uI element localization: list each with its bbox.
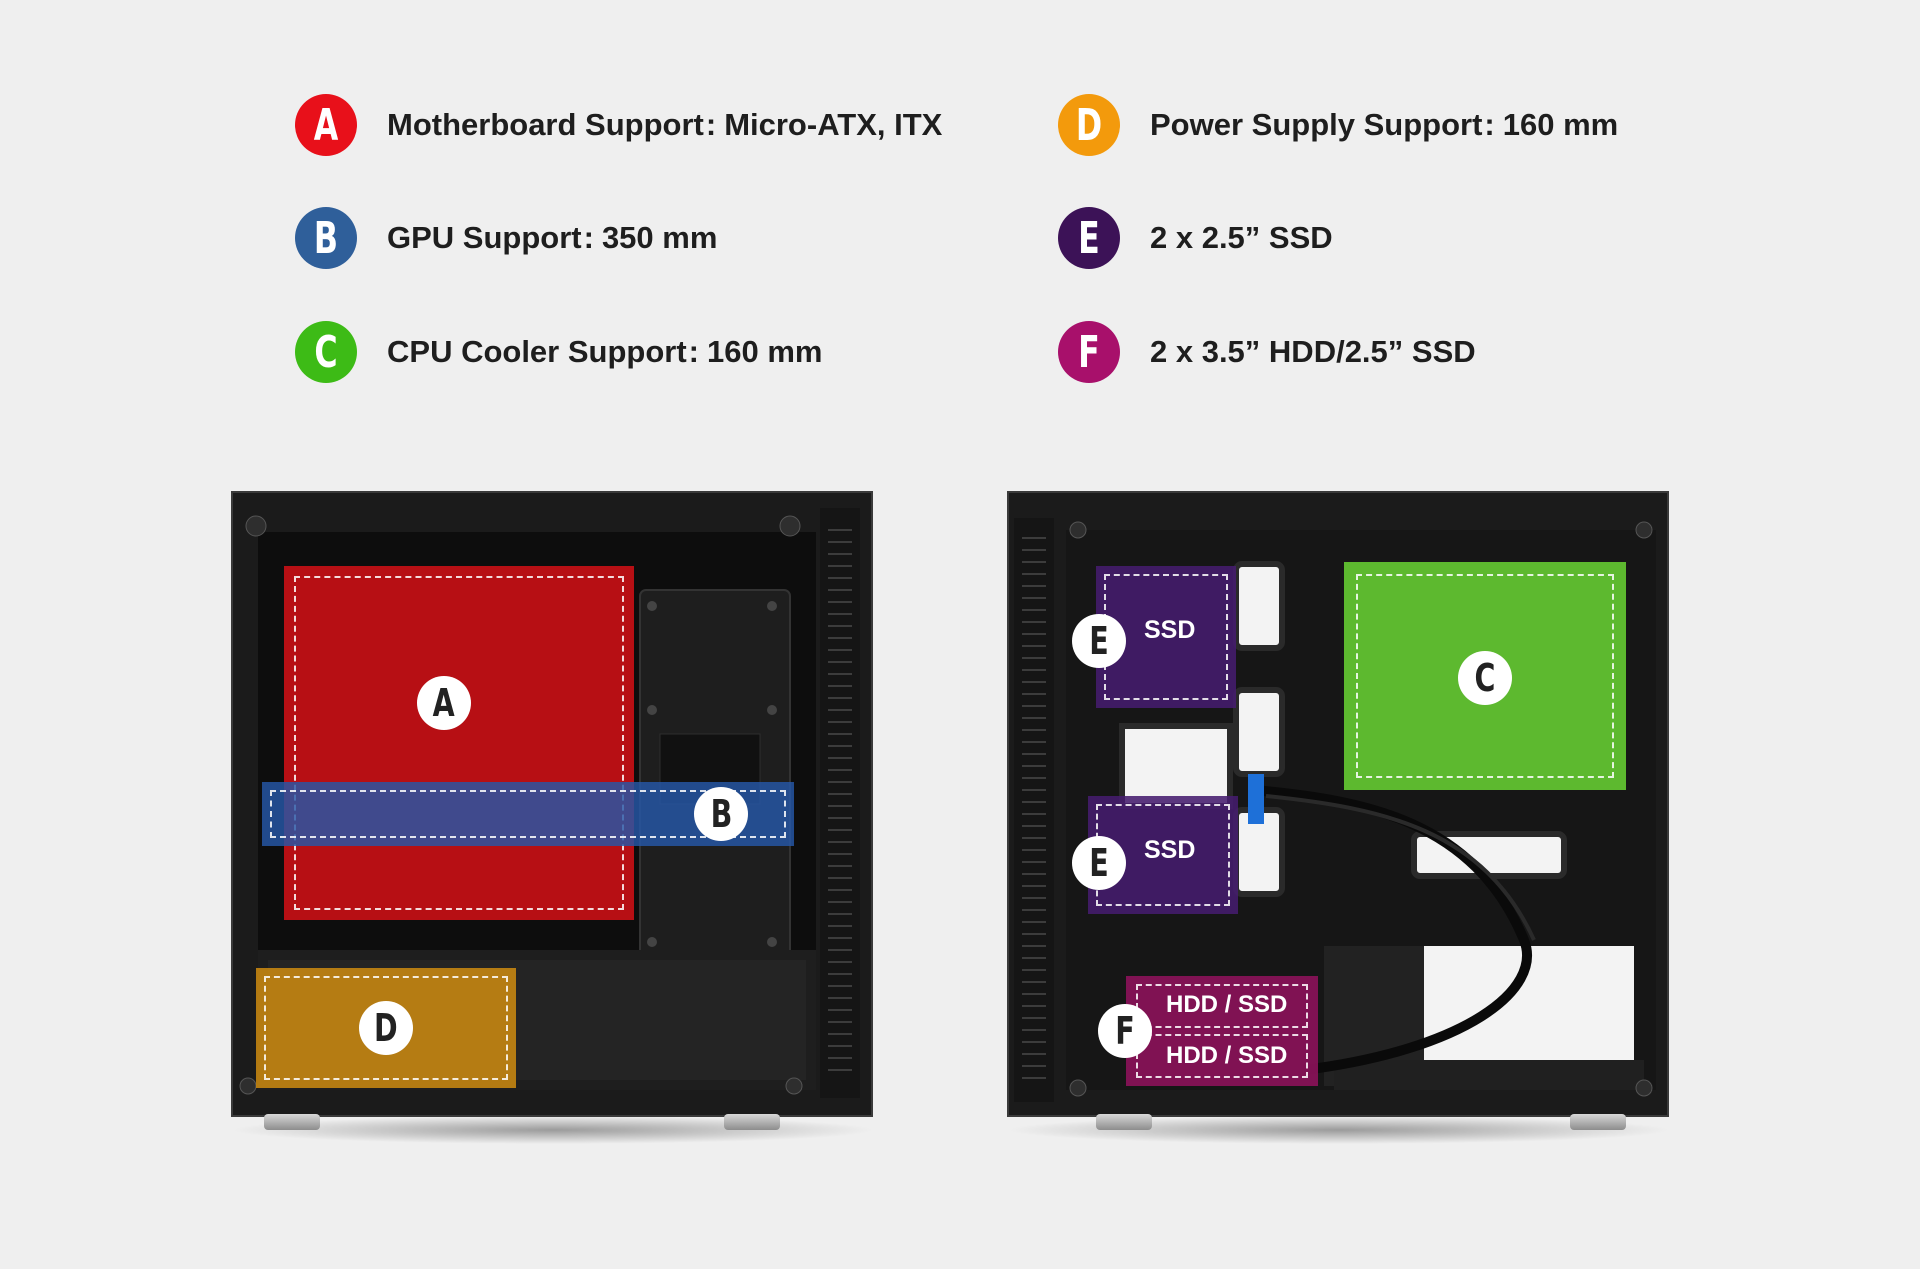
spec-colon: : (583, 220, 594, 255)
badge-d-icon: D (1058, 94, 1120, 156)
spec-power-supply: D Power Supply Support:160 mm (1058, 94, 1618, 156)
spec-label: GPU Support (387, 220, 582, 255)
spec-colon: : (688, 334, 699, 369)
marker-a-icon: A (417, 676, 471, 730)
spec-label: 2 x 2.5” SSD (1150, 220, 1333, 255)
spec-label: Power Supply Support (1150, 107, 1483, 142)
spec-colon: : (705, 107, 717, 142)
spec-ssd: E 2 x 2.5” SSD (1058, 207, 1333, 269)
hdd-ssd-label-top: HDD / SSD (1166, 991, 1288, 1018)
spec-label: CPU Cooler Support (387, 334, 687, 369)
zone-a-motherboard: A (284, 566, 634, 920)
hdd-ssd-label-bottom: HDD / SSD (1166, 1042, 1288, 1069)
marker-d-icon: D (359, 1001, 413, 1055)
spec-motherboard: A Motherboard Support:Micro-ATX, ITX (295, 94, 942, 156)
marker-e-icon: E (1072, 836, 1126, 890)
ssd-label: SSD (1144, 616, 1196, 644)
spec-colon: : (1484, 107, 1495, 142)
zone-c-cpu-cooler: C (1344, 562, 1626, 790)
spec-hdd: F 2 x 3.5” HDD/2.5” SSD (1058, 321, 1476, 383)
marker-e-icon: E (1072, 614, 1126, 668)
badge-e-icon: E (1058, 207, 1120, 269)
zone-d-psu: D (256, 968, 516, 1088)
marker-b-icon: B (694, 787, 748, 841)
badge-f-icon: F (1058, 321, 1120, 383)
zone-b-gpu: B (262, 782, 794, 846)
spec-gpu: B GPU Support:350 mm (295, 207, 717, 269)
spec-value: 160 mm (1502, 107, 1619, 142)
spec-cpu-cooler: C CPU Cooler Support:160 mm (295, 321, 822, 383)
marker-f-icon: F (1098, 1004, 1152, 1058)
left-case: A B D (228, 490, 878, 1150)
spec-label: Motherboard Support (387, 107, 704, 142)
ssd-label: SSD (1144, 836, 1196, 864)
spec-value: 350 mm (601, 220, 718, 255)
badge-b-icon: B (295, 207, 357, 269)
badge-c-icon: C (295, 321, 357, 383)
spec-label: 2 x 3.5” HDD/2.5” SSD (1150, 334, 1476, 369)
spec-value: 160 mm (707, 334, 823, 369)
marker-c-icon: C (1458, 651, 1512, 705)
right-case: SSD E SSD E C HDD / SSD HDD / SSD F (1004, 490, 1674, 1150)
spec-value: Micro-ATX, ITX (724, 107, 943, 142)
zone-f-hdd: HDD / SSD HDD / SSD (1126, 976, 1318, 1086)
badge-a-icon: A (295, 94, 357, 156)
